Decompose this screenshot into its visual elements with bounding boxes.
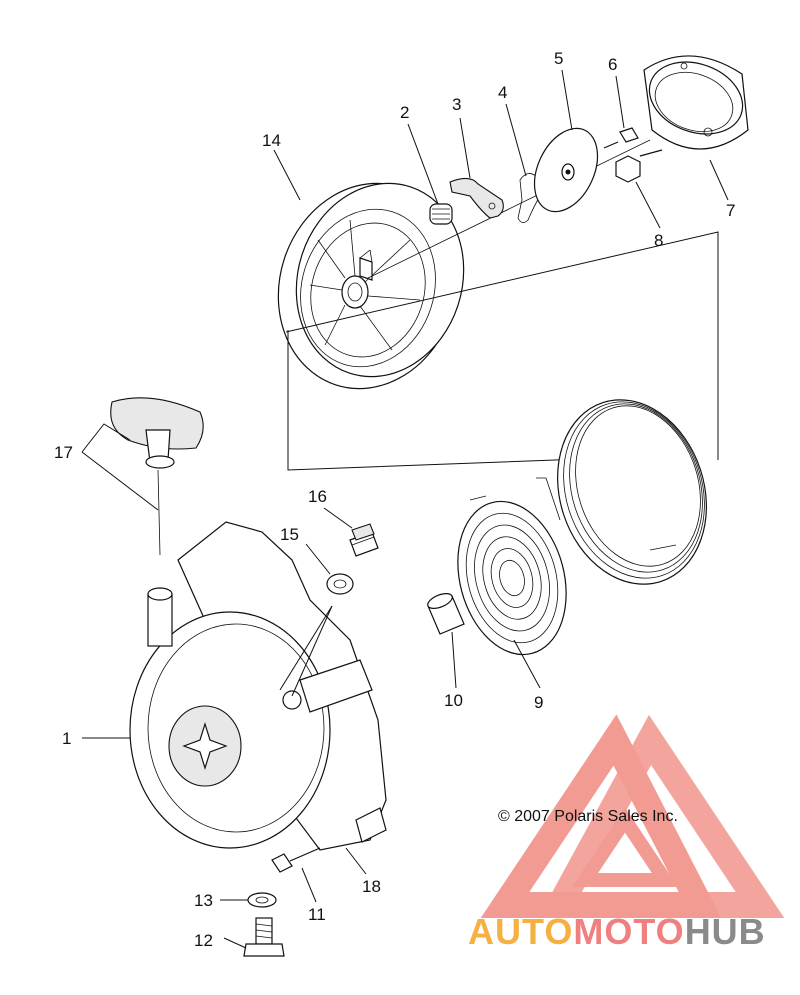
callout-12: 12 [194, 931, 213, 950]
callout-17: 17 [54, 443, 73, 462]
part-10-bushing [427, 593, 465, 635]
part-15-washer [326, 573, 354, 595]
part-4-clip [517, 173, 541, 223]
callout-4: 4 [498, 83, 507, 102]
watermark-hub: HUB [685, 911, 766, 952]
callout-10: 10 [444, 691, 463, 710]
part-12-bolt [243, 917, 285, 957]
part-8-bolt [615, 149, 663, 183]
callout-9: 9 [534, 693, 543, 712]
callout-3: 3 [452, 95, 461, 114]
callout-16: 16 [308, 487, 327, 506]
callout-18: 18 [362, 877, 381, 896]
part-9-spiral-spring [457, 495, 567, 656]
part-14-pulley [277, 182, 465, 390]
leader-lines [81, 69, 729, 949]
watermark-text: AUTOMOTOHUB [468, 911, 766, 952]
watermark-auto: AUTO [468, 911, 573, 952]
part-2-spring [429, 203, 453, 225]
part-6-bolt [603, 127, 639, 149]
callout-5: 5 [554, 49, 563, 68]
callout-1: 1 [62, 729, 71, 748]
callout-2: 2 [400, 103, 409, 122]
copyright-text: © 2007 Polaris Sales Inc. [498, 808, 678, 825]
axis-line [367, 139, 651, 279]
part-3-pawl [449, 177, 504, 219]
callout-8: 8 [654, 231, 663, 250]
part-13-washer [247, 892, 277, 908]
bracket-line-left [287, 330, 691, 471]
callout-13: 13 [194, 891, 213, 910]
part-coil-ring [536, 399, 707, 585]
watermark-moto: MOTO [573, 911, 684, 952]
bracket-line-right [285, 231, 719, 460]
part-7-housing-cup [643, 55, 749, 150]
part-1-housing [129, 521, 387, 851]
part-16-plug [349, 523, 379, 557]
callout-7: 7 [726, 201, 735, 220]
part-5-plate [533, 127, 599, 213]
callout-15: 15 [280, 525, 299, 544]
callout-6: 6 [608, 55, 617, 74]
part-11-screw [271, 847, 321, 873]
callout-11: 11 [308, 905, 326, 924]
part-17-handle [110, 397, 204, 556]
watermark-logo [480, 714, 785, 918]
callout-labels: 1 2 3 4 5 6 7 8 9 10 11 12 13 14 15 16 1… [54, 49, 735, 950]
callout-14: 14 [262, 131, 281, 150]
